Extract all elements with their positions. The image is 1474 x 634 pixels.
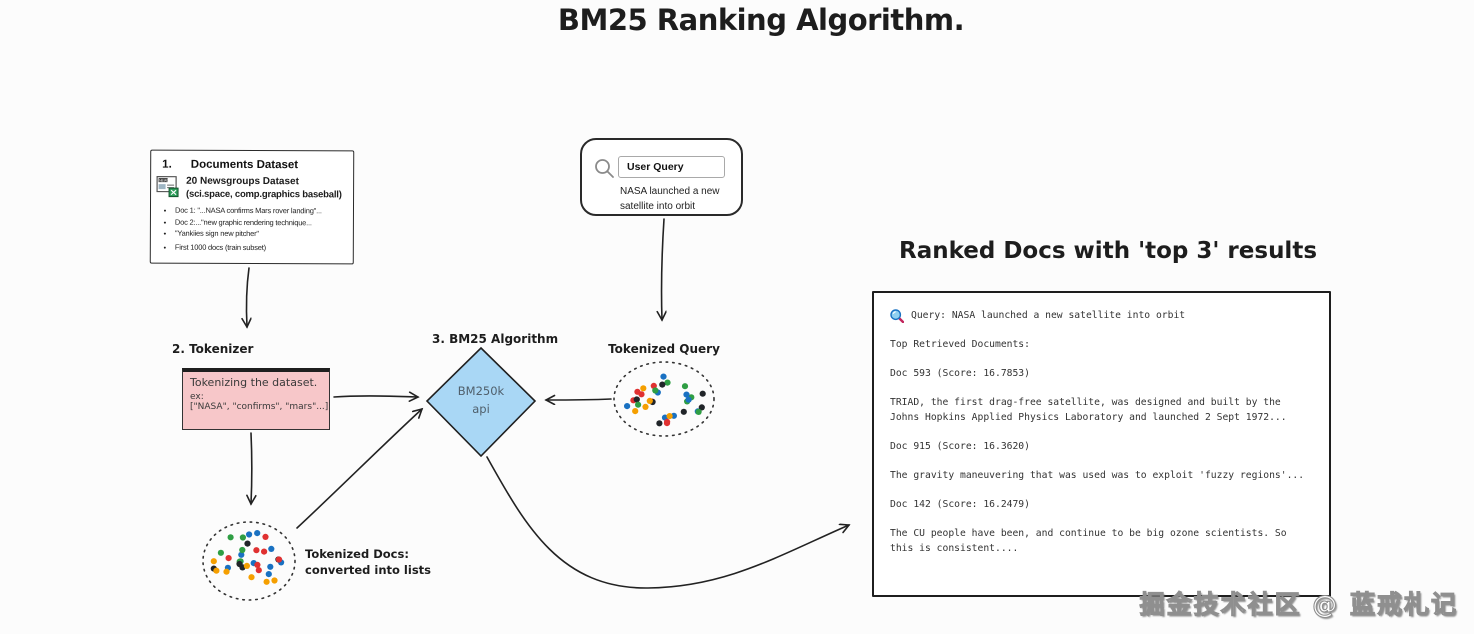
dataset-bullet: Doc 1: "...NASA confirms Mars rover land…	[175, 205, 353, 217]
tokenized-docs-cluster	[202, 521, 296, 601]
user-query-text: NASA launched a new satellite into orbit	[620, 186, 720, 212]
tokenizer-line3: ["NASA", "confirms", "mars"...]	[190, 402, 329, 412]
result-doc-snippet: TRIAD, the first drag-free satellite, wa…	[890, 397, 1287, 423]
watermark: 掘金技术社区 @ 蓝戒札记	[1139, 589, 1458, 619]
results-box: Query: NASA launched a new satellite int…	[872, 291, 1331, 597]
dataset-name: 20 Newsgroups Dataset	[186, 175, 299, 188]
result-doc-id: Doc 142 (Score: 16.2479)	[890, 499, 1030, 510]
tokenized-query-label: Tokenized Query	[608, 342, 720, 356]
bm25-node-line2: api	[472, 402, 490, 416]
magnifier-icon	[890, 308, 904, 323]
arrow-tokenizer-to-bm25	[333, 396, 418, 397]
documents-dataset-box: 1. Documents Dataset NEWS 20 Newsgroups …	[149, 149, 355, 265]
dataset-bullet: "Yankiies sign new pitcher"	[175, 228, 353, 240]
result-doc-id: Doc 593 (Score: 16.7853)	[890, 368, 1030, 379]
result-doc-id: Doc 915 (Score: 16.3620)	[890, 441, 1030, 452]
result-doc-snippet: The CU people have been, and continue to…	[890, 528, 1287, 554]
tokenized-docs-label-line1: Tokenized Docs:	[305, 547, 409, 561]
arrow-tokenized-query-to-bm25	[546, 399, 612, 400]
arrow-bm25-to-results	[486, 456, 849, 589]
dataset-categories: (sci.space, comp.graphics baseball)	[186, 188, 342, 200]
newspaper-icon: NEWS	[156, 175, 179, 198]
tokenizer-line2: ex:	[190, 392, 204, 402]
arrow-tokenizer-to-tokenized-docs	[251, 432, 252, 504]
tokenized-docs-label: Tokenized Docs: converted into lists	[305, 547, 431, 578]
user-query-input[interactable]: User Query	[618, 156, 725, 178]
result-doc-snippet: The gravity maneuvering that was used wa…	[890, 470, 1305, 481]
dataset-bullet-list: Doc 1: "...NASA confirms Mars rover land…	[151, 205, 353, 254]
bm25-node-line1: BM250k	[457, 384, 505, 399]
page-title: BM25 Ranking Algorithm.	[557, 3, 965, 37]
tokenizer-line1: Tokenizing the dataset.	[190, 376, 318, 389]
tokenized-docs-dots	[210, 530, 285, 585]
documents-dataset-heading: Documents Dataset	[190, 158, 299, 172]
user-query-box: User Query NASA launched a new satellite…	[580, 138, 743, 216]
dataset-bullet: Doc 2:..."new graphic rendering techniqu…	[175, 216, 353, 228]
results-header: Top Retrieved Documents:	[890, 339, 1030, 350]
documents-dataset-number: 1.	[162, 158, 172, 171]
results-query-line: Query: NASA launched a new satellite int…	[911, 310, 1186, 321]
bm25-algorithm-label: 3. BM25 Algorithm	[432, 332, 559, 346]
dataset-bullet: First 1000 docs (train subset)	[175, 242, 353, 254]
tokenizer-box: Tokenizing the dataset. ex: ["NASA", "co…	[182, 368, 330, 430]
tokenized-query-dots	[624, 373, 706, 427]
bm25-node-label: BM250k api	[458, 383, 504, 419]
tokenized-query-cluster	[613, 361, 715, 437]
search-icon	[595, 159, 614, 178]
results-title: Ranked Docs with 'top 3' results	[898, 238, 1318, 264]
arrow-docs-to-tokenizer	[246, 267, 249, 327]
svg-text:NEWS: NEWS	[159, 179, 170, 183]
tokenizer-label: 2. Tokenizer	[172, 342, 254, 356]
arrow-query-to-tokenized-query	[662, 218, 664, 320]
tokenized-docs-label-line2: converted into lists	[305, 562, 432, 577]
